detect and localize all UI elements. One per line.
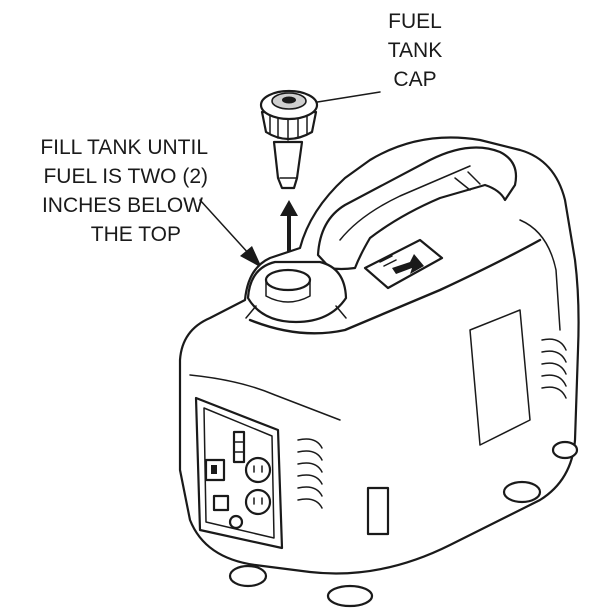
label-line: THE TOP bbox=[91, 223, 181, 246]
label-line: TANK bbox=[388, 39, 442, 62]
label-line: FUEL IS TWO (2) bbox=[43, 165, 208, 188]
vent-plate bbox=[363, 238, 444, 290]
top-seam bbox=[248, 238, 542, 335]
side-recess bbox=[469, 309, 531, 446]
side-curve bbox=[519, 219, 561, 331]
dc-port bbox=[212, 494, 230, 512]
filler-neck bbox=[265, 279, 311, 303]
filler-tabs bbox=[245, 305, 347, 319]
front-seam bbox=[189, 374, 341, 421]
fill-instruction-label: FILL TANK UNTIL FUEL IS TWO (2) INCHES B… bbox=[40, 136, 208, 246]
fuel-tank-cap bbox=[259, 89, 319, 190]
cap-top-center bbox=[282, 96, 296, 104]
carry-handle bbox=[316, 146, 518, 271]
vent-arrow-icon bbox=[392, 254, 424, 274]
indicator-lights bbox=[232, 430, 246, 464]
label-line: INCHES BELOW bbox=[42, 194, 203, 217]
control-panel bbox=[194, 396, 284, 550]
generator-feet bbox=[228, 440, 579, 608]
label-line: CAP bbox=[393, 68, 436, 91]
vent-lever-plate bbox=[363, 238, 444, 290]
panel-inner bbox=[203, 407, 275, 539]
side-label-plate bbox=[366, 486, 390, 536]
filler-opening bbox=[264, 268, 312, 292]
outlet-top bbox=[244, 456, 272, 484]
label-line: FUEL bbox=[388, 10, 442, 33]
handle-detail bbox=[454, 171, 481, 191]
fuel-tank-cap-label: FUEL TANK CAP bbox=[388, 10, 442, 91]
arrow-pointer-icon bbox=[240, 246, 262, 268]
outlet-bottom bbox=[244, 488, 272, 516]
ground-terminal bbox=[228, 514, 244, 530]
side-louvers-right bbox=[541, 338, 567, 399]
fuel-filler-neck bbox=[245, 260, 348, 324]
fill-leader-line bbox=[199, 199, 251, 256]
cap-body bbox=[260, 110, 318, 141]
vent-marks bbox=[379, 255, 397, 267]
generator bbox=[178, 136, 580, 608]
cap-stem bbox=[272, 140, 304, 190]
handle-grip-line bbox=[339, 165, 471, 241]
label-line: FILL TANK UNTIL bbox=[40, 136, 208, 159]
front-louvers bbox=[297, 438, 323, 509]
